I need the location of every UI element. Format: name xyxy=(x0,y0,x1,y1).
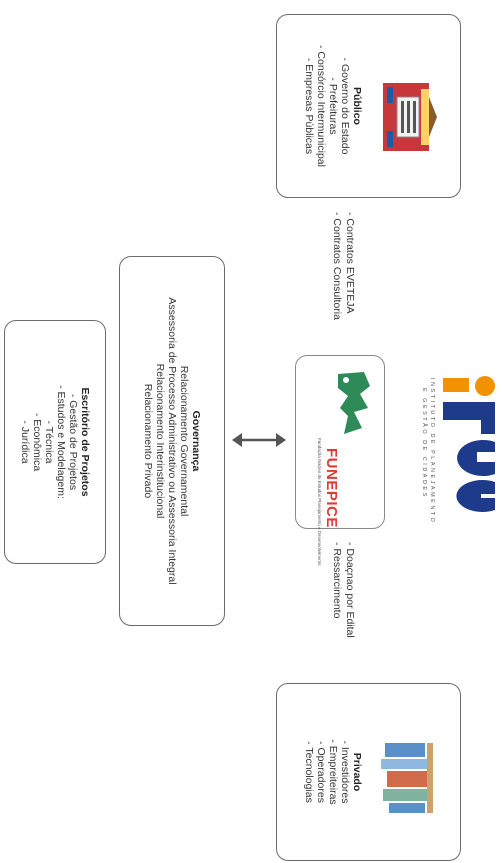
funepice-logo-icon xyxy=(338,372,370,434)
governanca-line: Relacionamento Governamental xyxy=(178,365,191,517)
government-building-icon xyxy=(383,83,437,151)
ipgc-mark-icon xyxy=(443,376,495,512)
publico-line: - Consórcio Intermunicipal xyxy=(314,45,327,167)
publico-line: - Governo do Estado xyxy=(339,57,352,155)
publico-title: Público xyxy=(351,87,364,125)
escritorio-line: - Técnica xyxy=(43,420,55,464)
publico-text: Público - Governo do Estado - Prefeitura… xyxy=(303,45,363,167)
governanca-box: Governança Relacionamento Governamental … xyxy=(119,256,225,626)
governanca-line: Relacionamento Privado xyxy=(141,383,154,499)
doacao-line: - Ressarcimento xyxy=(331,542,344,619)
escritorio-line: - Econômica xyxy=(30,412,43,472)
privado-line: - Investidores xyxy=(339,740,352,804)
privado-line: - Operadores xyxy=(314,741,327,803)
doacao-line: - Doaçnao por Edital xyxy=(344,542,356,638)
ipgc-line2: E GESTÃO DE CIDADES xyxy=(421,388,427,499)
governanca-title: Governança xyxy=(190,410,203,472)
double-arrow-icon xyxy=(232,433,286,447)
escritorio-line: - Gestão de Projetos xyxy=(67,393,80,491)
funepice-name: FUNEPICE xyxy=(323,448,340,528)
funepice-box: FUNEPICE Fundação Núcleo de Estudos Plan… xyxy=(295,355,385,565)
publico-line: - Prefeituras xyxy=(327,77,340,135)
publico-box: Público - Governo do Estado - Prefeitura… xyxy=(276,14,461,198)
governanca-text: Governança Relacionamento Governamental … xyxy=(142,297,202,584)
ipgc-line1: INSTITUTO DE PLANEJAMENTO xyxy=(429,378,435,525)
ipgc-logo: INSTITUTO DE PLANEJAMENTO E GESTÃO DE CI… xyxy=(405,372,500,524)
privado-title: Privado xyxy=(351,752,364,792)
funepice-tagline: Fundação Núcleo de Estudos Planejamento … xyxy=(317,438,322,566)
privado-line: - Empreiteiras xyxy=(327,739,340,805)
escritorio-line: - Estudos e Modelagem: xyxy=(55,385,68,499)
escritorio-title: Escritório de Projetos xyxy=(79,387,92,497)
contratos-line: - Contratos EVETEJA xyxy=(344,212,356,314)
governanca-line: Relacionamento Interinstitucional xyxy=(153,363,166,519)
city-skyline-icon xyxy=(381,743,433,813)
governanca-line: Assessoria de Processo Administrativo ou… xyxy=(166,297,179,585)
escritorio-box: Escritório de Projetos - Gestão de Proje… xyxy=(4,320,106,564)
contratos-text: - Contratos EVETEJA - Contratos Consulto… xyxy=(331,212,356,320)
publico-line: - Empresas Públicas xyxy=(302,57,315,155)
contratos-line: - Contratos Consultoria xyxy=(331,212,344,320)
privado-text: Privado - Investidores - Empreiteiras - … xyxy=(303,739,363,804)
escritorio-text: Escritório de Projetos - Gestão de Proje… xyxy=(19,385,91,499)
privado-line: - Tecnologias xyxy=(302,741,315,803)
doacao-text: - Doaçnao por Edital - Ressarcimento xyxy=(331,542,356,638)
escritorio-line: - Jurídica xyxy=(18,420,31,464)
privado-box: Privado - Investidores - Empreiteiras - … xyxy=(276,683,461,861)
